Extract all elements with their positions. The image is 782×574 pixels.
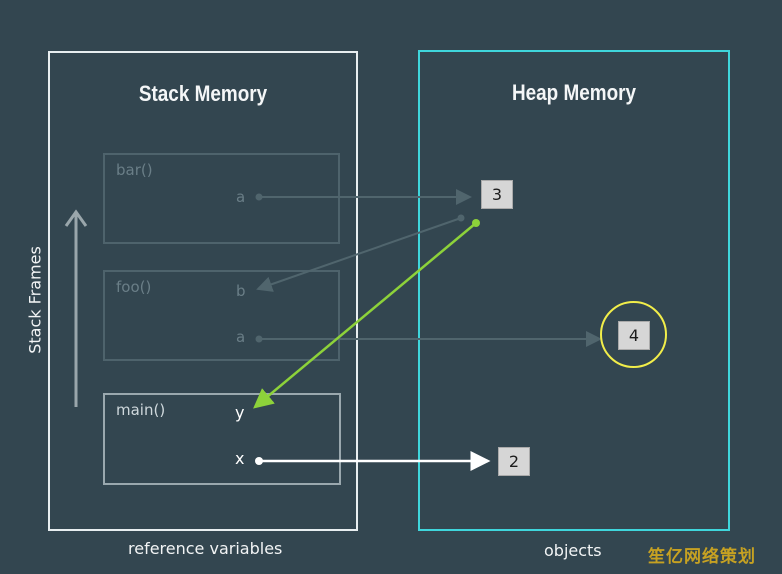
frame-bar: bar()	[103, 153, 340, 244]
bar-var-a: a	[236, 188, 246, 206]
objects-caption: objects	[544, 541, 602, 560]
heap-memory-panel: Heap Memory	[418, 50, 730, 531]
frame-main-label: main()	[116, 401, 166, 419]
foo-var-b: b	[236, 282, 246, 300]
stack-memory-panel: Stack Memory	[48, 51, 358, 531]
heap-object-4: 4	[618, 321, 650, 350]
arrow-bar-a-to-3	[255, 189, 472, 205]
stack-frames-arrow	[64, 209, 88, 407]
heap-object-3: 3	[481, 180, 513, 209]
arrow-foo-a-to-4	[255, 331, 602, 347]
frame-main: main()	[103, 393, 341, 485]
frame-bar-label: bar()	[116, 161, 153, 179]
foo-var-a: a	[236, 328, 246, 346]
highlight-circle	[600, 301, 667, 368]
main-var-y: y	[235, 403, 245, 422]
stack-memory-title: Stack Memory	[138, 81, 268, 106]
frame-foo: foo()	[103, 270, 340, 361]
arrow-main-x-to-2	[255, 451, 491, 471]
heap-object-2: 2	[498, 447, 530, 476]
arrow-3-to-main-y	[253, 219, 480, 409]
stack-frames-label-text: Stack Frames	[25, 246, 45, 354]
arrow-3-to-foo-b	[256, 214, 465, 292]
watermark-logo: 笙亿网络策划	[648, 547, 756, 567]
main-var-x: x	[235, 449, 245, 468]
reference-variables-caption: reference variables	[128, 539, 283, 558]
frame-foo-label: foo()	[116, 278, 152, 296]
heap-memory-title: Heap Memory	[511, 80, 637, 105]
